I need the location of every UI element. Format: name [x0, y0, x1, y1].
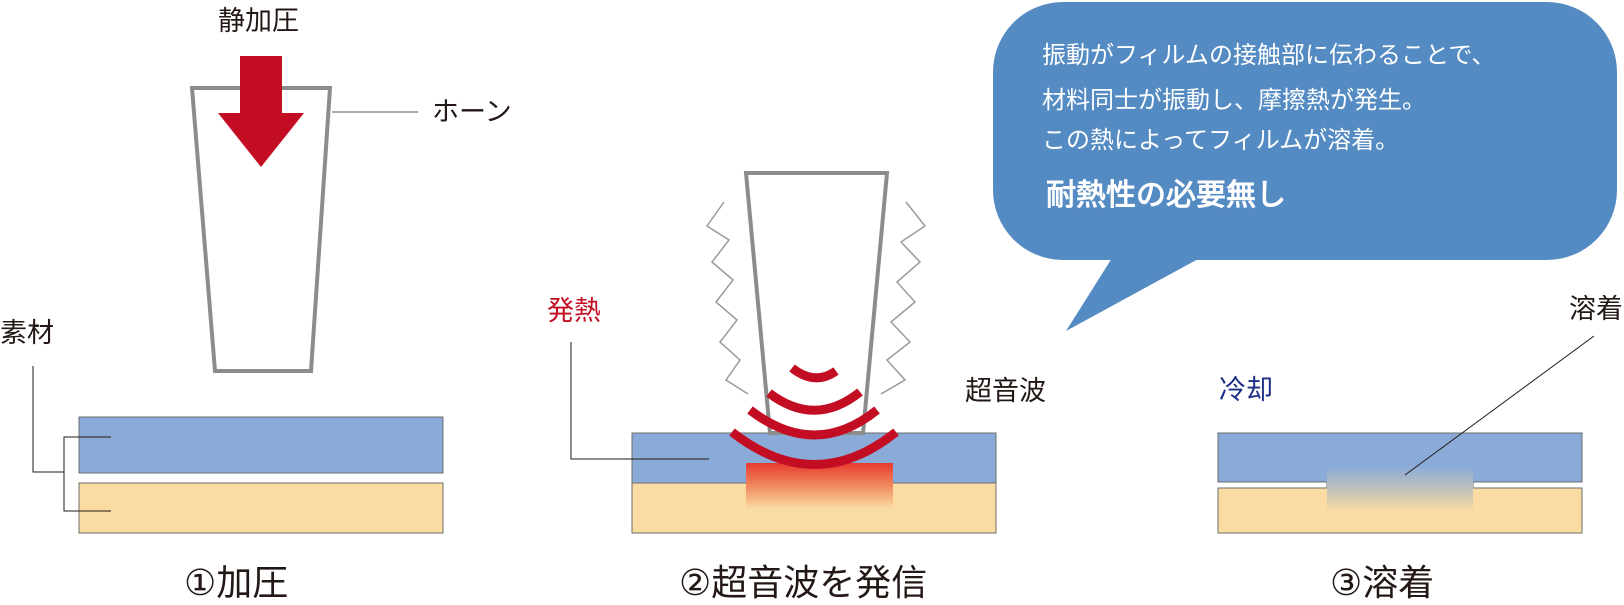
weld-label: 溶着	[1569, 294, 1623, 325]
horn-shape	[189, 86, 333, 373]
speech-bubble	[993, 2, 1617, 331]
horn-label: ホーン	[432, 97, 512, 128]
heat-leader-line	[570, 342, 709, 460]
step3-group	[1217, 335, 1595, 534]
weld-leader-line	[1404, 335, 1595, 476]
material-label: 素材	[0, 318, 54, 349]
cooling-label: 冷却	[1219, 375, 1273, 406]
ultrasonic-wave-icon	[729, 364, 899, 469]
film-top	[78, 416, 444, 474]
pressure-label: 静加圧	[218, 6, 299, 37]
ultrasonic-label: 超音波	[965, 376, 1046, 407]
step2-caption: ②超音波を発信	[679, 563, 928, 604]
weld-zone	[1327, 466, 1473, 512]
heat-label: 発熱	[547, 296, 601, 327]
bubble-line-3: この熱によってフィルムが溶着。	[1042, 126, 1400, 154]
heat-zone	[746, 463, 893, 509]
step3-caption: ③溶着	[1330, 563, 1435, 604]
bubble-emphasis: 耐熱性の必要無し	[1046, 178, 1286, 213]
bubble-line-1: 振動がフィルムの接触部に伝わることで、	[1042, 41, 1496, 69]
horn-shape	[743, 171, 890, 435]
film-bottom	[78, 482, 444, 534]
bubble-line-2: 材料同士が振動し、摩擦熱が発生。	[1042, 86, 1426, 114]
vibration-right-icon	[880, 201, 927, 395]
step1-caption: ①加圧	[184, 563, 289, 604]
vibration-left-icon	[705, 201, 749, 395]
step1-group	[32, 56, 444, 534]
material-leader-lines	[32, 366, 111, 512]
down-arrow-icon	[218, 56, 304, 167]
step2-group	[570, 171, 997, 534]
